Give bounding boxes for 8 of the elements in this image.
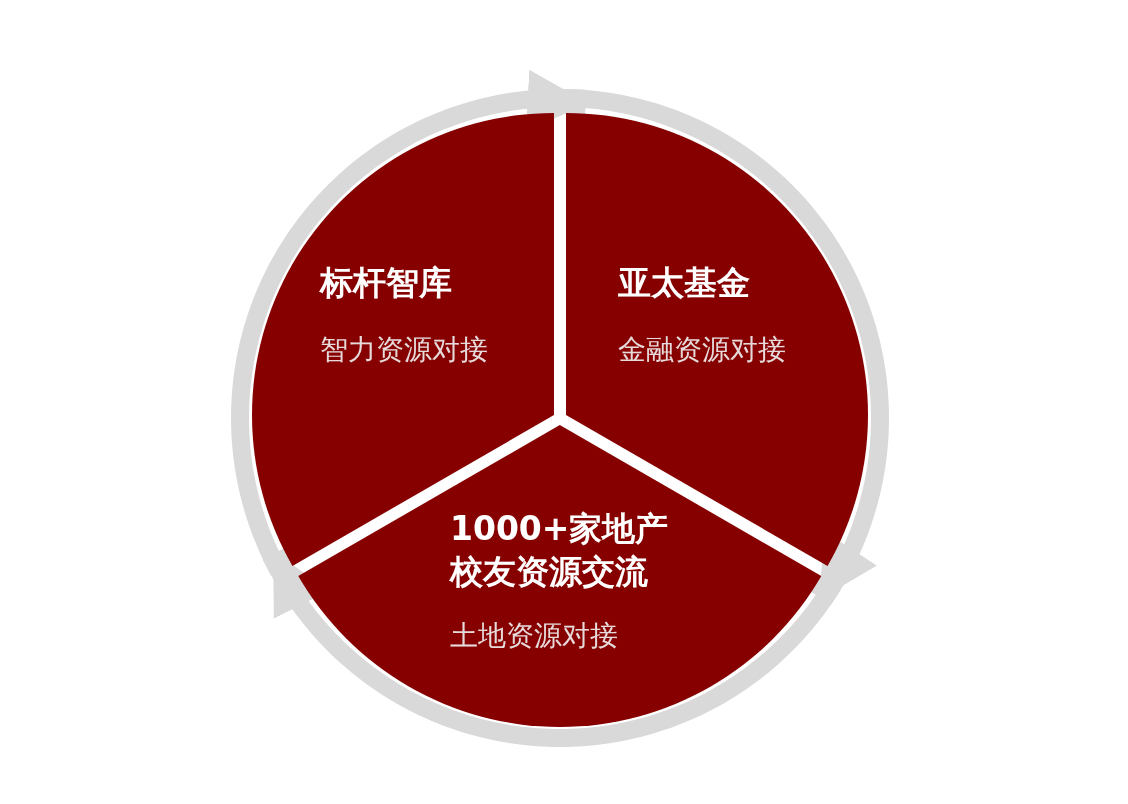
cycle-arrow <box>566 88 889 605</box>
sector-title: 标杆智库 <box>320 262 452 304</box>
sector-title: 1000+家地产校友资源交流 <box>450 508 670 593</box>
sector-subtitle: 智力资源对接 <box>320 332 488 368</box>
sector-subtitle: 土地资源对接 <box>450 618 618 654</box>
sector-subtitle: 金融资源对接 <box>618 332 786 368</box>
cycle-arrow <box>262 547 841 747</box>
sector-title: 亚太基金 <box>618 262 750 304</box>
